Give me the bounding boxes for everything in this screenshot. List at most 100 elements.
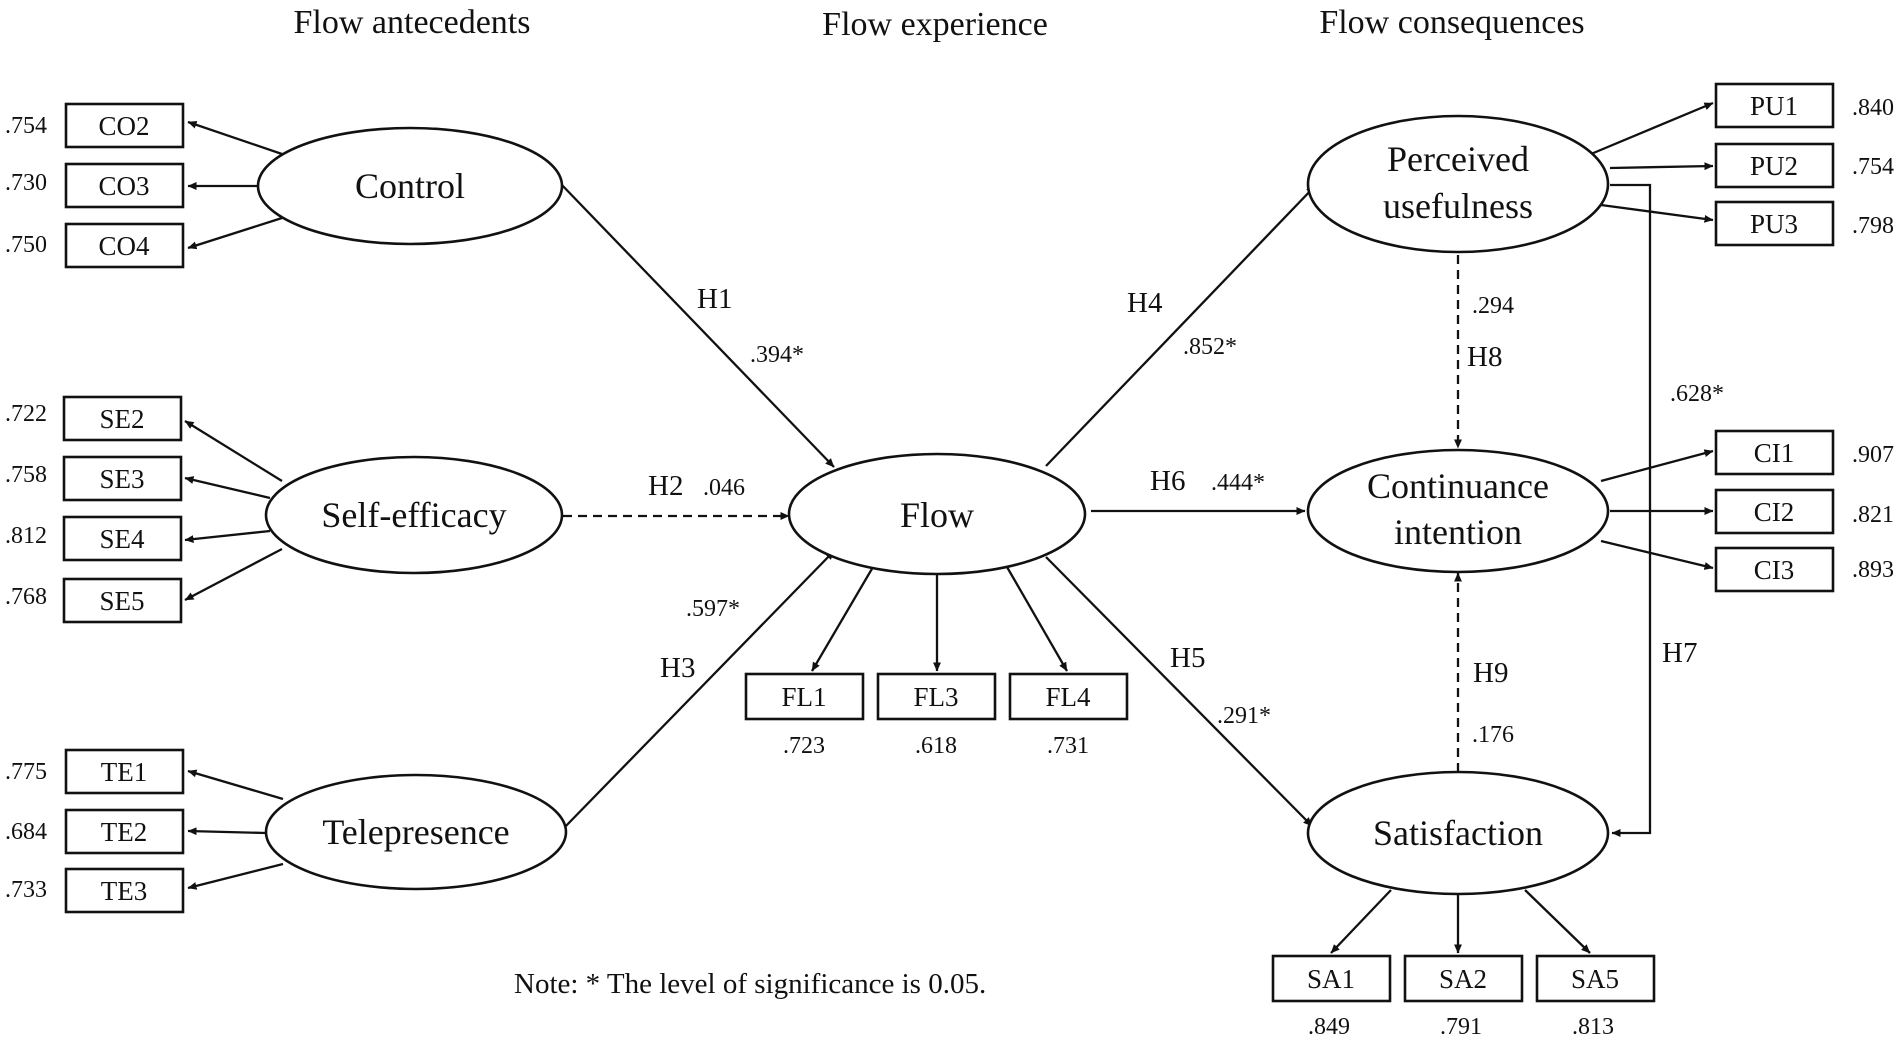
h4-coefficient: .852* [1183, 334, 1237, 360]
indicator-se3-loading: .758 [5, 462, 47, 488]
arrow-flow-fl4 [1006, 566, 1068, 672]
h1-coefficient: .394* [750, 342, 804, 368]
arrow-te-te3 [187, 862, 284, 890]
indicator-se4: SE4 .812 [5, 515, 183, 562]
indicator-te3: TE3 .733 [5, 867, 185, 914]
construct-control-label: Control [355, 166, 465, 206]
construct-perceived-usefulness-line1: Perceived [1387, 139, 1529, 179]
path-h5 [1045, 556, 1313, 827]
indicator-co4: CO4 .750 [5, 222, 185, 269]
indicator-co2-label: CO2 [98, 111, 149, 141]
construct-self-efficacy-label: Self-efficacy [321, 495, 506, 535]
indicator-sa2-loading: .791 [1440, 1014, 1482, 1040]
indicator-fl4-loading: .731 [1047, 733, 1089, 759]
indicator-pu2-loading: .754 [1852, 154, 1894, 180]
indicator-sa1-loading: .849 [1308, 1014, 1350, 1040]
arrow-ci-ci3 [1600, 539, 1714, 570]
structural-paths [559, 182, 1652, 837]
arrow-pu-pu1 [1590, 101, 1714, 156]
indicator-pu1: PU1 .840 [1714, 82, 1894, 129]
indicator-sa2-label: SA2 [1439, 964, 1487, 994]
indicator-te2-label: TE2 [101, 817, 148, 847]
h3-coefficient: .597* [686, 596, 740, 622]
indicator-ci2: CI2 .821 [1714, 488, 1894, 535]
indicator-co2: CO2 .754 [5, 102, 185, 149]
indicator-te1-label: TE1 [101, 757, 148, 787]
indicator-sa1: SA1 .849 [1271, 954, 1392, 1040]
indicator-ci2-label: CI2 [1754, 497, 1795, 527]
indicator-se2: SE2 .722 [5, 395, 183, 442]
indicator-fl4-label: FL4 [1045, 682, 1091, 712]
indicator-te1-loading: .775 [5, 759, 47, 785]
h8-coefficient: .294 [1472, 293, 1514, 319]
indicator-se3-label: SE3 [99, 464, 144, 494]
indicator-fl4: FL4 .731 [1008, 672, 1129, 759]
h9-label: H9 [1473, 657, 1508, 689]
significance-note: Note: * The level of significance is 0.0… [514, 968, 986, 1000]
path-h3 [561, 550, 835, 831]
indicator-ci1: CI1 .907 [1714, 429, 1894, 476]
indicator-pu2: PU2 .754 [1714, 142, 1894, 189]
h4-label: H4 [1127, 287, 1163, 319]
indicator-pu3: PU3 .798 [1714, 200, 1894, 247]
indicator-sa5: SA5 .813 [1535, 954, 1656, 1040]
arrow-pu-pu2 [1609, 162, 1714, 171]
construct-continuance-intention: Continuance intention [1306, 448, 1610, 574]
indicator-ci1-label: CI1 [1754, 438, 1795, 468]
arrow-pu-pu3 [1600, 203, 1714, 223]
indicator-se3: SE3 .758 [5, 455, 183, 502]
indicator-sa1-label: SA1 [1307, 964, 1355, 994]
indicator-se4-label: SE4 [99, 524, 145, 554]
construct-perceived-usefulness: Perceived usefulness [1306, 114, 1610, 254]
h2-label: H2 [648, 470, 683, 502]
indicator-fl3: FL3 .618 [876, 672, 997, 759]
path-h7 [1610, 183, 1652, 837]
indicator-ci3: CI3 .893 [1714, 546, 1894, 593]
indicator-co3-loading: .730 [5, 170, 47, 196]
indicator-sa5-loading: .813 [1572, 1014, 1614, 1040]
h3-label: H3 [660, 652, 695, 684]
indicator-se5: SE5 .768 [5, 577, 183, 624]
indicator-te2-loading: .684 [5, 819, 47, 845]
arrow-flow-fl1 [811, 566, 874, 672]
indicator-fl3-loading: .618 [915, 733, 957, 759]
construct-self-efficacy: Self-efficacy [264, 455, 564, 575]
h5-coefficient: .291* [1217, 703, 1271, 729]
construct-flow-label: Flow [900, 495, 974, 535]
construct-satisfaction: Satisfaction [1306, 770, 1610, 896]
header-flow-consequences: Flow consequences [1319, 4, 1584, 41]
indicator-te2: TE2 .684 [5, 808, 185, 855]
h6-coefficient: .444* [1211, 470, 1265, 496]
h9-coefficient: .176 [1472, 722, 1514, 748]
h6-label: H6 [1150, 465, 1185, 497]
arrow-control-co2 [187, 120, 283, 156]
h1-label: H1 [697, 283, 732, 315]
indicator-fl3-label: FL3 [913, 682, 958, 712]
arrow-te-te2 [187, 827, 267, 836]
indicator-fl1: FL1 .723 [744, 672, 865, 759]
indicator-co2-loading: .754 [5, 113, 47, 139]
indicator-pu3-loading: .798 [1852, 213, 1894, 239]
construct-telepresence: Telepresence [264, 773, 568, 891]
indicator-sa2: SA2 .791 [1403, 954, 1524, 1040]
h5-label: H5 [1170, 642, 1205, 674]
indicator-se2-loading: .722 [5, 401, 47, 427]
indicator-pu3-label: PU3 [1750, 209, 1798, 239]
indicator-ci1-loading: .907 [1852, 442, 1894, 468]
path-h4 [1045, 185, 1316, 467]
construct-control: Control [256, 126, 564, 246]
arrow-se-se4 [184, 529, 271, 544]
indicator-se5-loading: .768 [5, 584, 47, 610]
indicator-co4-loading: .750 [5, 232, 47, 258]
indicator-pu2-label: PU2 [1750, 151, 1798, 181]
indicator-te1: TE1 .775 [5, 748, 185, 795]
indicator-te3-loading: .733 [5, 877, 47, 903]
construct-flow: Flow [787, 452, 1087, 576]
indicator-sa5-label: SA5 [1571, 964, 1619, 994]
h7-label: H7 [1662, 637, 1697, 669]
indicator-co3: CO3 .730 [5, 162, 185, 209]
indicator-fl1-loading: .723 [783, 733, 825, 759]
h7-coefficient: .628* [1670, 381, 1724, 407]
indicator-se4-loading: .812 [5, 523, 47, 549]
indicator-te3-label: TE3 [101, 876, 148, 906]
